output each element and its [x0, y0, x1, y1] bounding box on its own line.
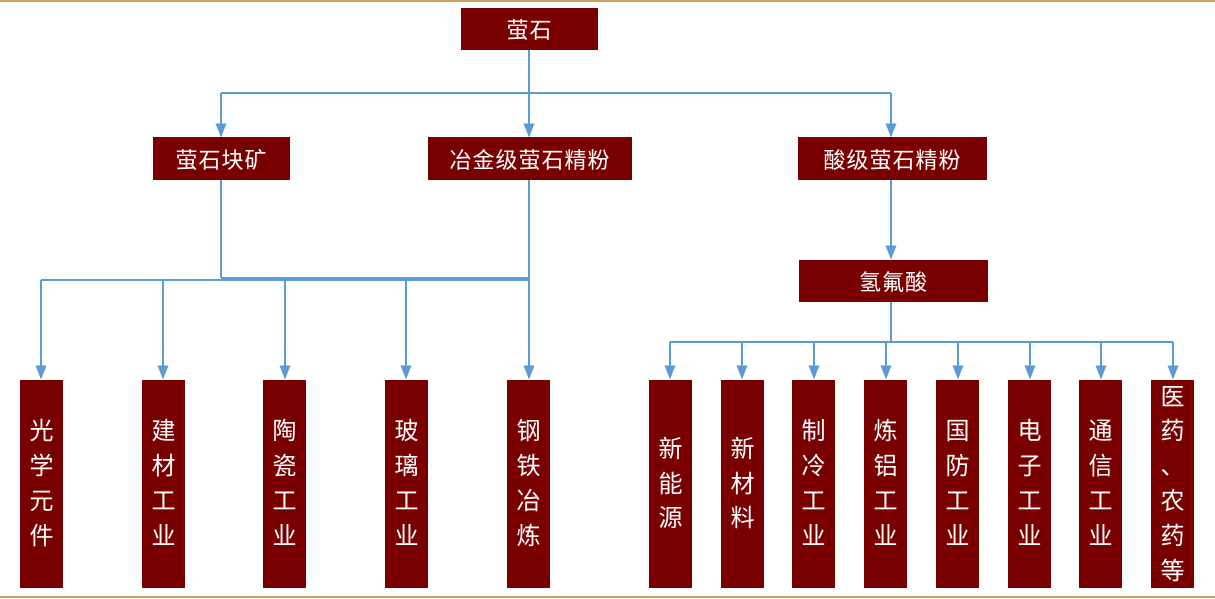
node-pharma-pesticide: 医药、农药等	[1151, 380, 1194, 588]
node-hydrofluoric-acid: 氢氟酸	[799, 260, 988, 302]
leaf-label: 陶瓷工业	[272, 417, 297, 550]
leaf-label: 钢铁冶炼	[516, 417, 541, 550]
node-optical-components: 光学元件	[20, 380, 63, 588]
node-defense-industry: 国防工业	[936, 380, 979, 588]
node-telecom-industry: 通信工业	[1079, 380, 1122, 588]
node-aluminum-smelting: 炼铝工业	[864, 380, 907, 588]
node-building-materials: 建材工业	[142, 380, 185, 588]
bottom-rule	[0, 596, 1215, 598]
leaf-label: 建材工业	[151, 417, 176, 550]
node-root-fluorite: 萤石	[461, 8, 598, 50]
leaf-label: 新材料	[730, 434, 755, 533]
leaf-label: 制冷工业	[801, 417, 826, 550]
leaf-label: 光学元件	[29, 417, 54, 550]
node-glass-industry: 玻璃工业	[385, 380, 428, 588]
node-ceramics-industry: 陶瓷工业	[263, 380, 306, 588]
top-rule	[0, 0, 1215, 2]
leaf-label: 玻璃工业	[394, 417, 419, 550]
node-steel-smelting: 钢铁冶炼	[507, 380, 550, 588]
node-refrigeration-industry: 制冷工业	[792, 380, 835, 588]
leaf-label: 炼铝工业	[873, 417, 898, 550]
node-new-energy: 新能源	[649, 380, 692, 588]
node-lump-ore: 萤石块矿	[153, 137, 290, 180]
node-metallurgical-powder: 冶金级萤石精粉	[428, 137, 632, 180]
leaf-label: 电子工业	[1017, 417, 1042, 550]
node-electronics-industry: 电子工业	[1008, 380, 1051, 588]
leaf-label: 通信工业	[1088, 417, 1113, 550]
node-acid-powder: 酸级萤石精粉	[798, 137, 987, 180]
leaf-label: 新能源	[658, 434, 683, 533]
node-new-materials: 新材料	[721, 380, 764, 588]
leaf-label: 国防工业	[945, 417, 970, 550]
leaf-label: 医药、农药等	[1160, 382, 1185, 585]
